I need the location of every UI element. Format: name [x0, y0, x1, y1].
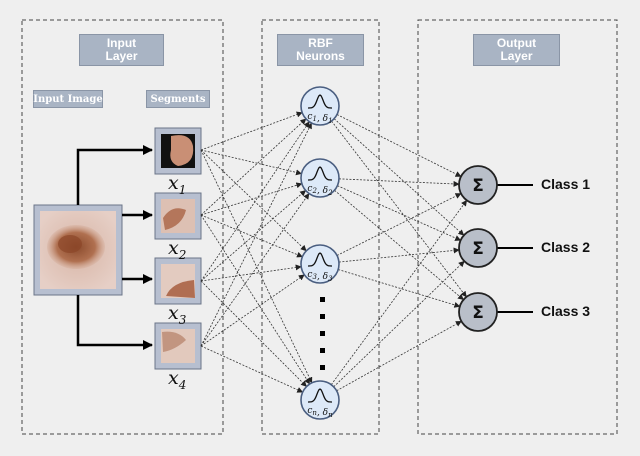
class-label-3: Class 3	[541, 303, 591, 319]
segment-label-1: x1	[168, 172, 186, 197]
link-seg2-n1	[200, 118, 307, 216]
link-seg1-n1	[200, 111, 303, 151]
input-to-rbf-links	[200, 111, 313, 393]
ellipsis-dots	[320, 297, 325, 370]
input-image	[33, 204, 123, 296]
segment-label-2: x2	[168, 237, 186, 262]
link-n2-out1	[338, 178, 460, 187]
output-connector-lines	[497, 184, 533, 313]
neuron-label: cn, δn	[307, 406, 333, 419]
gaussian-curve-icon	[308, 388, 332, 403]
link-seg4-n3	[200, 274, 305, 347]
link-n2-out2	[337, 185, 462, 241]
rbf-neuron-4: cn, δn	[300, 380, 340, 420]
image-routing-arrows	[76, 145, 153, 350]
segment-label-4: x4	[168, 367, 186, 392]
segment-1-image	[154, 127, 202, 175]
input-layer-header: Input Layer	[79, 34, 164, 66]
output-circle	[458, 228, 498, 268]
segment-var-2: x	[168, 237, 179, 259]
link-n1-out1	[336, 114, 462, 177]
rbf-neurons-header: RBF Neurons	[277, 34, 364, 66]
rbf-neuron-1: c1, δ1	[300, 86, 340, 126]
link-n3-out2	[338, 247, 460, 263]
rbf-neurons: c1, δ1 c2, δ2 c3, δ3 cn, δn	[300, 86, 340, 420]
link-n3-out3	[338, 269, 461, 308]
output-node-2: Σ	[458, 228, 498, 268]
segment-var-4: x	[168, 367, 179, 389]
neuron-circle	[300, 158, 340, 198]
segment-4-image	[154, 322, 202, 370]
link-n4-out1	[330, 199, 468, 385]
input-image-tag: Input Image	[33, 90, 103, 108]
neuron-label: c2, δ2	[307, 184, 333, 197]
link-seg2-n2	[200, 182, 303, 216]
gaussian-curve-icon	[308, 94, 332, 109]
link-seg3-n4	[200, 280, 307, 387]
link-n1-out2	[333, 118, 465, 236]
segment-sub-4: 4	[178, 377, 187, 392]
link-n3-out1	[336, 193, 462, 256]
link-seg1-n2	[200, 149, 302, 176]
class-label-2: Class 2	[541, 239, 591, 255]
link-seg4-n2	[200, 193, 310, 347]
class-label-1: Class 1	[541, 176, 591, 192]
output-nodes: Σ Σ Σ	[458, 165, 498, 332]
sigma-icon: Σ	[472, 303, 484, 323]
link-n4-out2	[333, 260, 465, 388]
segment-3-image	[154, 257, 202, 305]
segment-label-3: x3	[168, 302, 186, 327]
output-layer-header: Output Layer	[473, 34, 560, 66]
neuron-label: c3, δ3	[307, 270, 333, 283]
input-layer-box	[21, 19, 224, 435]
segment-2-image	[154, 192, 202, 240]
link-seg3-n3	[200, 264, 302, 282]
gaussian-curve-icon	[308, 252, 332, 267]
output-layer-box	[417, 19, 618, 435]
link-seg1-n4	[200, 149, 313, 384]
segment-var-1: x	[168, 172, 179, 194]
link-n1-out3	[331, 120, 467, 298]
segment-var-3: x	[168, 302, 179, 324]
link-seg2-n4	[200, 214, 311, 385]
link-n2-out3	[334, 189, 464, 301]
rbf-to-output-links	[330, 114, 468, 392]
rbf-layer-box	[261, 19, 380, 435]
neuron-label: c1, δ1	[307, 112, 332, 125]
neuron-circle	[300, 244, 340, 284]
sigma-icon: Σ	[472, 239, 484, 259]
link-n4-out3	[336, 320, 462, 392]
link-seg3-n1	[200, 121, 310, 282]
neuron-circle	[300, 86, 340, 126]
link-seg4-n1	[200, 122, 312, 347]
output-circle	[458, 165, 498, 205]
segment-sub-2: 2	[178, 247, 187, 262]
rbf-neuron-2: c2, δ2	[300, 158, 340, 198]
gaussian-curve-icon	[308, 166, 332, 181]
neuron-circle	[300, 380, 340, 420]
sigma-icon: Σ	[472, 176, 484, 196]
output-node-3: Σ	[458, 292, 498, 332]
segment-sub-3: 3	[178, 312, 187, 327]
segment-sub-1: 1	[178, 182, 187, 197]
output-node-1: Σ	[458, 165, 498, 205]
output-circle	[458, 292, 498, 332]
link-seg4-n4	[200, 345, 304, 393]
link-seg2-n3	[200, 214, 303, 258]
segments-tag: Segments	[146, 90, 210, 108]
rbf-neuron-3: c3, δ3	[300, 244, 340, 284]
